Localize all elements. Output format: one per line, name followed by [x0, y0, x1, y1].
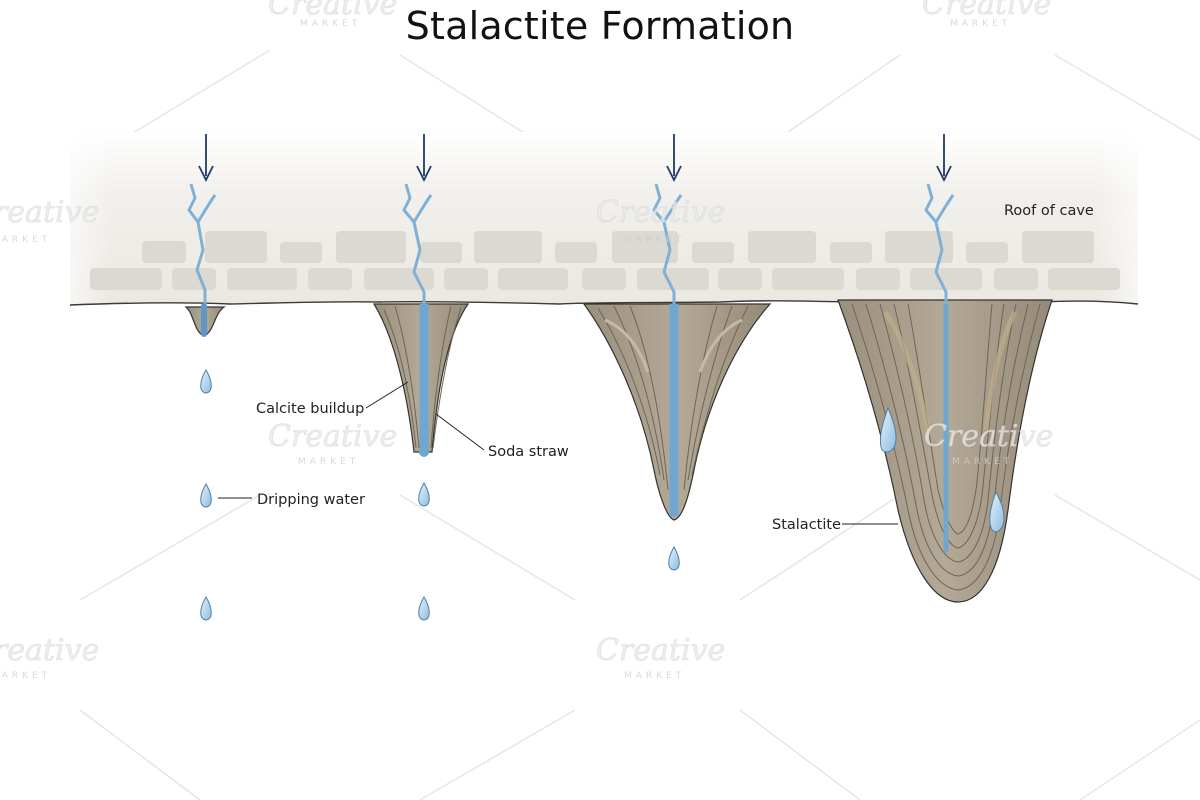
crack-icon: [652, 183, 683, 304]
label-roof-of-cave: Roof of cave: [1004, 203, 1094, 219]
svg-text:MARKET: MARKET: [624, 235, 685, 245]
svg-text:Creative: Creative: [924, 419, 1053, 454]
stage-3-growing-stalactite: [582, 134, 772, 571]
leader-lines: [218, 381, 898, 525]
down-arrow-icon: [936, 165, 952, 183]
label-dripping-water: Dripping water: [257, 492, 365, 508]
svg-text:Creative: Creative: [0, 633, 99, 668]
water-drop-icon: [418, 482, 430, 507]
water-drop-icon: [879, 406, 897, 453]
water-drop-icon: [989, 490, 1005, 533]
svg-text:Creative: Creative: [596, 633, 725, 668]
svg-text:Creative: Creative: [596, 195, 725, 230]
water-drop-icon: [200, 596, 212, 621]
svg-text:Creative: Creative: [0, 195, 99, 230]
crack-icon: [924, 183, 955, 304]
stage-1-drip-start: [184, 134, 226, 621]
water-drop-icon: [200, 369, 212, 394]
stage-2-soda-straw: [372, 134, 470, 621]
label-soda-straw: Soda straw: [488, 444, 569, 460]
stage-4-mature-stalactite: [837, 134, 1053, 603]
water-drop-icon: [418, 596, 430, 621]
svg-text:MARKET: MARKET: [624, 671, 685, 681]
svg-text:MARKET: MARKET: [950, 19, 1011, 29]
roof-bricks: [90, 231, 1120, 290]
svg-text:Creative: Creative: [268, 419, 397, 454]
page-title: Stalactite Formation: [405, 4, 795, 48]
svg-text:MARKET: MARKET: [0, 671, 51, 681]
watermarks: Creative MARKET Creative MARKET Creative…: [0, 0, 1054, 681]
svg-text:MARKET: MARKET: [298, 457, 359, 467]
label-calcite-buildup: Calcite buildup: [256, 401, 364, 417]
down-arrow-icon: [416, 165, 432, 183]
down-arrow-icon: [198, 165, 214, 183]
water-drop-icon: [200, 483, 212, 508]
crack-icon: [402, 183, 433, 304]
label-stalactite: Stalactite: [772, 517, 841, 533]
svg-text:Creative: Creative: [268, 0, 397, 22]
down-arrow-icon: [666, 165, 682, 183]
water-drop-icon: [668, 546, 680, 571]
svg-text:MARKET: MARKET: [952, 457, 1013, 467]
svg-text:Creative: Creative: [922, 0, 1051, 22]
svg-text:MARKET: MARKET: [300, 19, 361, 29]
svg-text:MARKET: MARKET: [0, 235, 51, 245]
